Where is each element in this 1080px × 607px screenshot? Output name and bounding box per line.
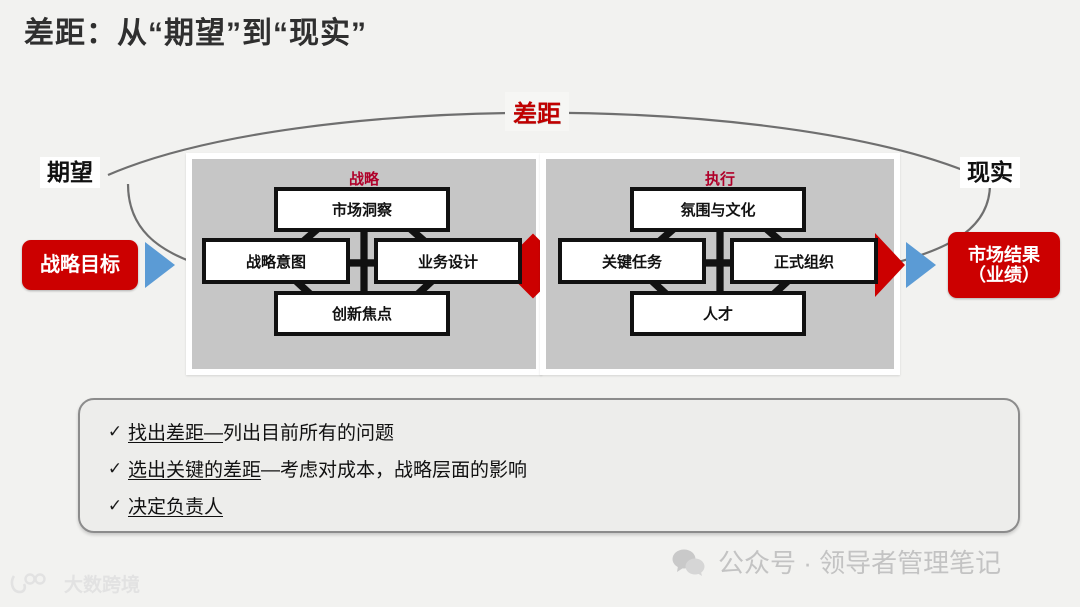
- list-item-rest: 列出目前所有的问题: [223, 423, 395, 444]
- node-formal-organization-label: 正式组织: [773, 253, 834, 271]
- list-item-text: 选出关键的差距—考虑对成本，战略层面的影响: [128, 455, 527, 482]
- check-icon: ✓: [107, 421, 123, 441]
- action-list-box: ✓ 找出差距—列出目前所有的问题 ✓ 选出关键的差距—考虑对成本，战略层面的影响…: [78, 398, 1020, 533]
- node-climate-culture[interactable]: 氛围与文化: [630, 187, 806, 232]
- brand-watermark-text: 大数跨境: [64, 575, 141, 596]
- node-strategic-intent-label: 战略意图: [245, 253, 306, 271]
- strategic-goal-chip[interactable]: 战略目标: [22, 240, 138, 290]
- brand-logo-icon: [10, 572, 56, 596]
- reality-label: 现实: [960, 157, 1020, 189]
- list-item[interactable]: ✓ 找出差距—列出目前所有的问题: [102, 413, 1018, 450]
- strategy-panel: 战略 市场洞察 战略意图 业务设计 创: [186, 153, 542, 375]
- right-arrow-icon: [906, 242, 936, 288]
- strategy-panel-title: 战略: [348, 171, 379, 188]
- node-talent-label: 人才: [702, 306, 733, 323]
- node-key-tasks-label: 关键任务: [601, 253, 662, 271]
- strategy-panel-body: 战略 市场洞察 战略意图 业务设计 创: [192, 159, 536, 369]
- wechat-watermark-text: 公众号 · 领导者管理笔记: [718, 548, 1002, 578]
- market-result-label-2: （业绩）: [968, 265, 1040, 285]
- check-icon: ✓: [107, 458, 123, 478]
- brand-watermark: 大数跨境: [10, 570, 140, 597]
- list-item-rest: —考虑对成本，战略层面的影响: [261, 460, 528, 481]
- gap-label: 差距: [505, 92, 569, 131]
- right-diamond-icon: [875, 233, 905, 297]
- node-strategic-intent[interactable]: 战略意图: [202, 238, 350, 284]
- node-business-design-label: 业务设计: [417, 253, 478, 271]
- execution-panel: 执行 氛围与文化 关键任务 正式组织: [540, 153, 900, 375]
- page-title: 差距：从“期望”到“现实”: [24, 17, 367, 50]
- node-market-insight-label: 市场洞察: [331, 202, 392, 219]
- node-market-insight[interactable]: 市场洞察: [274, 187, 450, 232]
- left-arrow-icon: [145, 242, 175, 288]
- node-business-design[interactable]: 业务设计: [374, 238, 522, 284]
- execution-panel-body: 执行 氛围与文化 关键任务 正式组织: [546, 159, 894, 369]
- expectation-label: 期望: [40, 157, 100, 189]
- node-talent[interactable]: 人才: [630, 291, 806, 336]
- list-item-text: 找出差距—列出目前所有的问题: [128, 418, 394, 445]
- execution-panel-title: 执行: [704, 171, 735, 188]
- market-result-chip[interactable]: 市场结果 （业绩）: [948, 232, 1060, 298]
- node-innovation-focus-label: 创新焦点: [331, 306, 392, 323]
- node-innovation-focus[interactable]: 创新焦点: [274, 291, 450, 336]
- node-key-tasks[interactable]: 关键任务: [558, 238, 706, 284]
- list-item-underlined: 决定负责人: [128, 497, 224, 518]
- check-icon: ✓: [107, 495, 123, 515]
- node-formal-organization[interactable]: 正式组织: [730, 238, 878, 284]
- list-item-underlined: 找出差距—: [128, 423, 224, 444]
- wechat-watermark: 公众号 · 领导者管理笔记: [672, 543, 1001, 580]
- strategic-goal-label: 战略目标: [40, 253, 120, 276]
- wechat-icon: [672, 548, 706, 576]
- market-result-label-1: 市场结果: [968, 244, 1040, 265]
- list-item[interactable]: ✓ 决定负责人: [102, 487, 1018, 524]
- node-climate-culture-label: 氛围与文化: [680, 202, 756, 219]
- list-item-text: 决定负责人: [128, 492, 223, 519]
- list-item[interactable]: ✓ 选出关键的差距—考虑对成本，战略层面的影响: [102, 450, 1018, 487]
- list-item-underlined: 选出关键的差距: [128, 460, 262, 481]
